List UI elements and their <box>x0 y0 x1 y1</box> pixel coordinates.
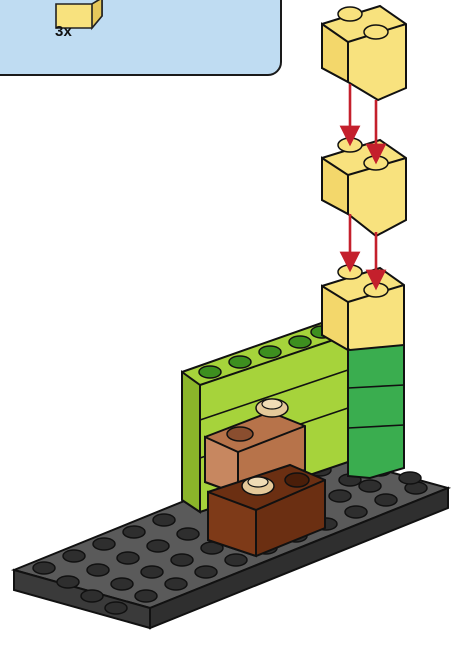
yellow-brick-incoming-middle <box>322 138 406 236</box>
yellow-brick-placed <box>322 265 404 350</box>
yellow-brick-incoming-top <box>322 6 406 100</box>
green-brick-column <box>348 345 404 478</box>
